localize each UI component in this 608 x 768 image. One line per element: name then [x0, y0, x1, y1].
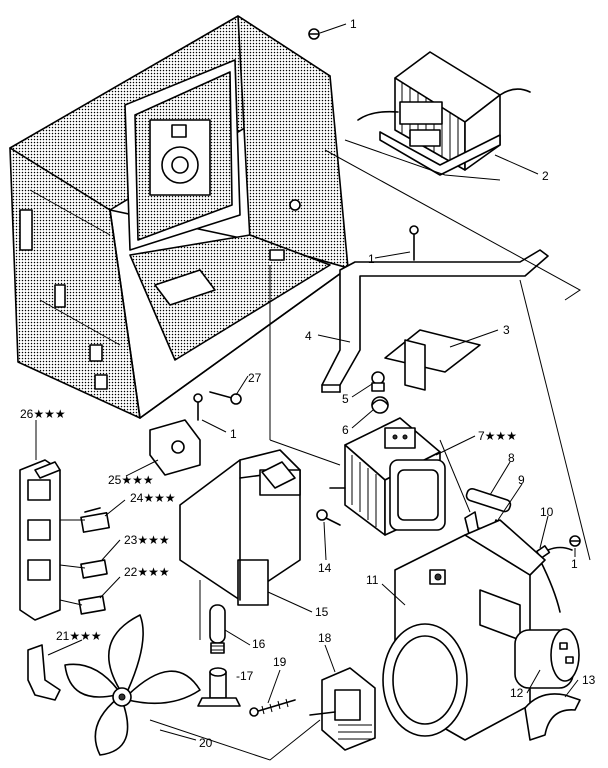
label-3: 3: [503, 323, 510, 337]
label-5: 5: [342, 392, 349, 406]
screw-part-1-chassis: [193, 393, 203, 421]
capacitor-clamp-part-13: [524, 693, 581, 741]
fan-duct-part-11: [382, 519, 546, 741]
screw-part-14: [316, 509, 341, 526]
interlock-switch-part-24: [80, 507, 110, 533]
label-15: 15: [315, 605, 329, 619]
interlock-switch-part-23: [80, 559, 108, 579]
label-17: -17: [236, 669, 254, 683]
fan-blade-part-20: [64, 614, 201, 756]
capacitor-part-12: [514, 628, 580, 689]
interlock-switch-part-22: [78, 595, 106, 615]
label-19: 19: [273, 655, 287, 669]
clip-part-6: [371, 396, 389, 414]
label-12: 12: [510, 686, 524, 700]
screw-part-1-right: [569, 535, 581, 547]
label-21: 21★★★: [56, 629, 102, 643]
label-1-chassis: 1: [230, 427, 237, 441]
label-26: 26★★★: [20, 407, 66, 421]
air-guide-part-15: [179, 449, 301, 606]
label-27: 27: [248, 371, 262, 385]
label-7: 7★★★: [478, 429, 517, 443]
latch-lever-part-21: [27, 644, 61, 701]
screw-part-1-bracket: [409, 225, 419, 261]
cabinet-chassis: [9, 15, 349, 419]
callout-labels: 1 2 1 3 4 5 6 7★★★ 8 9 10 1 11 12 13 14 …: [20, 17, 596, 750]
label-24: 24★★★: [130, 491, 176, 505]
label-10: 10: [540, 505, 554, 519]
label-18: 18: [318, 631, 332, 645]
label-23: 23★★★: [124, 533, 170, 547]
support-bracket-part-4: [321, 249, 549, 393]
lamp-part-16: [209, 604, 226, 654]
label-8: 8: [508, 451, 515, 465]
screw-part-19: [249, 698, 296, 717]
label-16: 16: [252, 637, 266, 651]
switch-holder-part-26: [19, 459, 61, 621]
assembly-guide-lines: [59, 139, 591, 761]
magnetron-part-7: [329, 417, 446, 536]
thermostat-part-5: [371, 371, 385, 392]
label-1-right: 1: [571, 557, 578, 571]
label-9: 9: [518, 473, 525, 487]
label-4: 4: [305, 329, 312, 343]
label-25: 25★★★: [108, 473, 154, 487]
callout-leaders: [35, 23, 579, 741]
lamp-socket-part-17: [197, 667, 241, 707]
label-2: 2: [542, 169, 549, 183]
screw-part-27: [209, 391, 242, 405]
label-13: 13: [582, 673, 596, 687]
screw-part-1-top: [308, 28, 320, 40]
label-14: 14: [318, 561, 332, 575]
label-1-bracket: 1: [368, 252, 375, 266]
label-22: 22★★★: [124, 565, 170, 579]
label-6: 6: [342, 423, 349, 437]
label-20: 20: [199, 736, 213, 750]
label-1-top: 1: [350, 17, 357, 31]
plate-part-3: [384, 329, 481, 391]
latch-block-part-25: [149, 419, 201, 476]
label-11: 11: [366, 573, 379, 587]
transformer-part-2: [357, 51, 531, 176]
fan-motor-part-18: [309, 667, 376, 751]
